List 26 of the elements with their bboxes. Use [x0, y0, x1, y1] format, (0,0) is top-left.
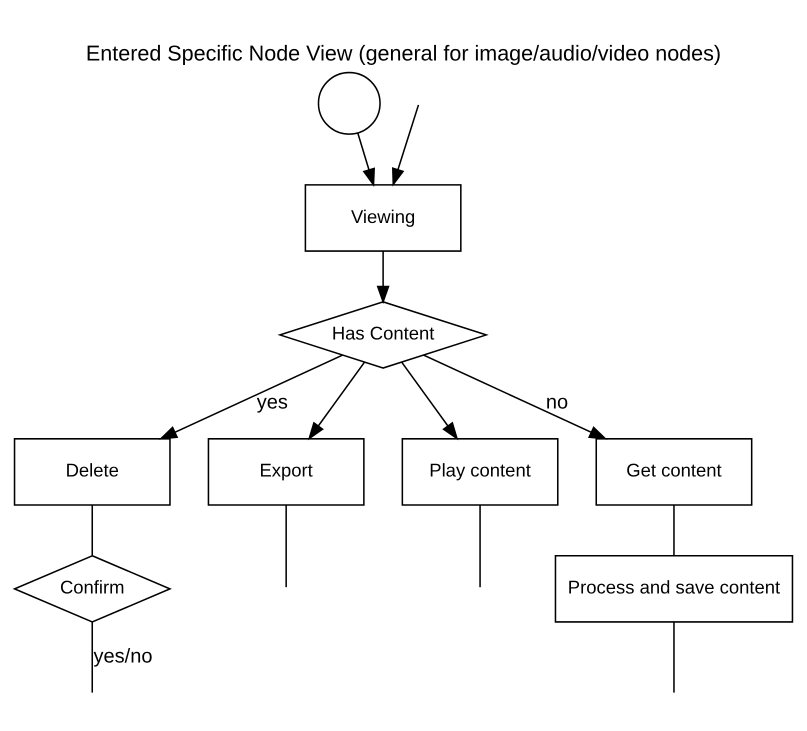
connector [673, 505, 675, 556]
connector [91, 505, 94, 556]
arrow [401, 362, 458, 440]
arrow [357, 132, 375, 187]
node-box: Play content [402, 438, 559, 506]
arrow [158, 354, 343, 440]
node-box: Process and save content [554, 555, 794, 623]
connector [91, 622, 94, 693]
edge-label: no [546, 392, 568, 414]
edge-label: yes/no [94, 646, 152, 668]
arrow [308, 362, 366, 440]
node-box: Viewing [304, 184, 462, 252]
node-diamond: Has Content [277, 301, 489, 369]
connector [479, 505, 481, 588]
node-circle [318, 72, 381, 135]
node-box: Export [208, 438, 365, 506]
diagram-title: Entered Specific Node View (general for image/audio/video nodes) [86, 42, 722, 66]
connector [285, 505, 287, 588]
node-diamond: Confirm [12, 554, 172, 623]
arrow [392, 104, 420, 187]
edge-label: yes [256, 392, 288, 414]
arrow [376, 251, 390, 304]
connector [673, 622, 675, 693]
node-box: Get content [595, 438, 752, 506]
arrow [423, 354, 608, 440]
node-box: Delete [14, 438, 171, 506]
